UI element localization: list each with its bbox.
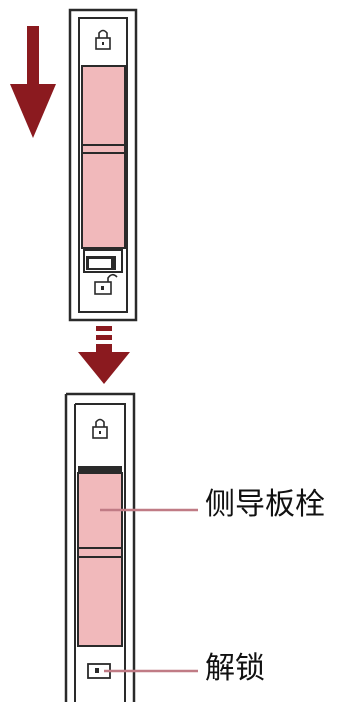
side-guide-bolt-after <box>77 472 123 647</box>
side-guide-bolt-before <box>81 65 126 249</box>
lock-closed-icon-after <box>92 418 108 439</box>
latch-block-before <box>83 249 123 273</box>
lock-closed-icon <box>95 29 111 50</box>
guide-panel-before <box>68 8 138 322</box>
guide-panel-after <box>64 392 136 702</box>
slide-down-arrow-icon <box>10 26 56 138</box>
unlock-label: 解锁 <box>205 651 265 686</box>
side-guide-bolt-label: 侧导板栓 <box>205 487 325 522</box>
lock-open-icon-after <box>87 663 111 679</box>
lock-open-icon <box>94 273 118 295</box>
step-down-arrow-icon <box>78 326 130 384</box>
